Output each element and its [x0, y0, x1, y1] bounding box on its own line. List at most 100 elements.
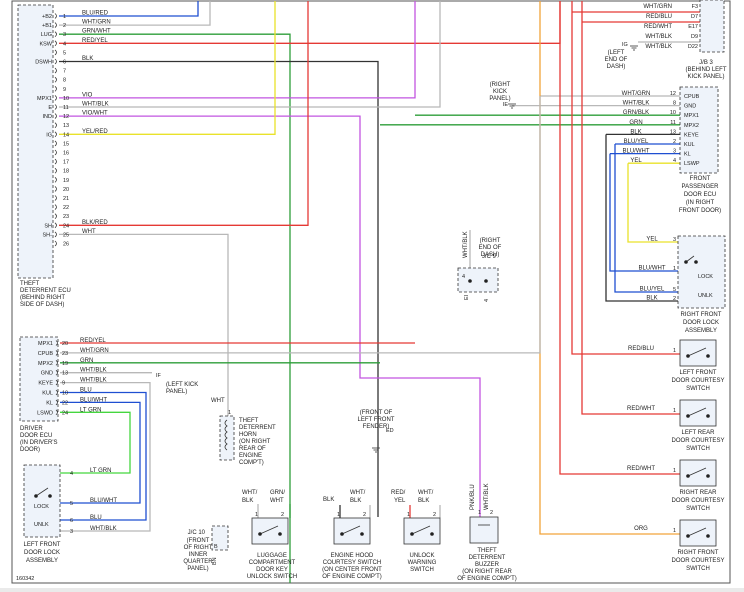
luggage-switch-caption: COMPARTMENT [249, 560, 296, 566]
courtesy-switch-wire-label: ORG [634, 526, 648, 532]
driver-ecu-caption: DRIVER [20, 426, 43, 432]
hood-switch-caption: COURTESY SWITCH [323, 560, 381, 566]
driver-ecu-pin-connector [55, 409, 58, 416]
ecu-pin-connector [54, 231, 57, 238]
right-front-door-lock-assembly [677, 235, 726, 309]
jc10-pin: B [214, 544, 218, 550]
hood-wire-label: WHT/ [350, 490, 366, 496]
wire-drv-kl [60, 401, 141, 504]
courtesy-switch-caption: SWITCH [686, 446, 710, 452]
fp-ecu-wire-label: WHT/BLK [623, 101, 650, 107]
ecu-wire-label: BLU/RED [82, 11, 109, 17]
wire-vio-wht [59, 115, 481, 517]
ecu-pin-number: 10 [63, 96, 69, 102]
ecu-pin-connector [54, 213, 57, 220]
wire-courtesy-switch [581, 1, 680, 415]
rf-lock-pin-number: 3 [673, 237, 676, 243]
luggage-wire-label: GRN/ [270, 490, 285, 496]
ecu-pin-number: 2 [63, 23, 66, 29]
door-courtesy-switch [679, 519, 717, 547]
driver-ecu-pin-number: 22 [62, 400, 68, 406]
ecu-wire-label: GRN/WHT [82, 29, 111, 35]
hood-switch-caption: OF ENGINE COMP'T) [322, 574, 381, 580]
courtesy-switch-pin: 1 [673, 408, 676, 414]
splice-dot [484, 279, 488, 283]
ecu-pin-name: SH [44, 223, 52, 229]
switch-contact [340, 532, 344, 536]
fp-ecu-pin-name: GND [684, 104, 696, 110]
ecu-pin-number: 4 [63, 41, 66, 47]
ecu-pin-connector [54, 85, 57, 92]
horn-wire-label: WHT [211, 398, 225, 404]
ecu-pin-connector [54, 122, 57, 129]
ecu-pin-connector [54, 204, 57, 210]
ecu-pin-connector [54, 49, 57, 56]
driver-ecu-pin-number: 20 [62, 341, 68, 347]
ground-ed-caption: FENDER) [363, 424, 390, 430]
wire-rf-blu-wht [609, 153, 678, 272]
splice-dot [468, 279, 472, 283]
rf-lock-wire-label: BLU/YEL [640, 287, 665, 293]
rf-lock-caption: RIGHT FRONT [681, 312, 722, 318]
theft-deterrent-ecu [17, 4, 54, 279]
unlock-wire-label: RED/ [391, 490, 406, 496]
ecu-pin-connector [54, 104, 57, 110]
ecu-pin-connector [54, 131, 57, 138]
ground-if-caption: (LEFT KICK [166, 382, 198, 388]
ecu-pin-name: +B2 [42, 14, 52, 20]
jb3-caption: J/B 3 [699, 60, 713, 66]
left-front-door-lock-assembly [23, 464, 61, 538]
buzzer-pin: 2 [490, 510, 493, 516]
switch-contact [258, 532, 262, 536]
fp-ecu-pin-name: MPX1 [684, 113, 699, 119]
buzzer-caption: DETERRENT [469, 555, 506, 561]
wire-wht-grn [59, 1, 211, 26]
ecu-pin-number: 5 [63, 50, 66, 56]
ground-ed-caption: LEFT FRONT [358, 417, 395, 423]
ecu-pin-connector [54, 67, 57, 74]
lf-lock-wire-label: BLU [90, 515, 102, 521]
driver-ecu-wire-label: RED/YEL [80, 338, 106, 344]
door-courtesy-switch [687, 347, 707, 357]
horn-caption: REAR OF [239, 446, 266, 452]
fp-ecu-caption: FRONT [690, 176, 711, 182]
luggage-wire-label: WHT [270, 498, 284, 504]
hood-wire-label: BLK [323, 497, 334, 503]
fp-ecu-pin-name: KUL [684, 142, 695, 148]
ecu-pin-connector [54, 167, 57, 174]
luggage-switch-caption: DOOR KEY [256, 567, 288, 573]
fp-ecu-pin-name: KL [684, 152, 691, 158]
driver-ecu-pin-connector [55, 350, 58, 356]
buzzer-caption: THEFT [477, 548, 497, 554]
front-passenger-door-ecu [679, 86, 719, 174]
rf-lock-pin-number: 1 [673, 266, 676, 272]
ground-if-label: IF [156, 373, 162, 379]
driver-ecu-pin-connector [55, 399, 58, 406]
ecu-wire-label: RED/YEL [82, 38, 108, 44]
engine-hood-switch [333, 517, 371, 545]
ecu-pin-number: 22 [63, 205, 69, 211]
ecu-pin-connector [54, 22, 57, 28]
driver-ecu-pin-connector [55, 340, 58, 346]
driver-ecu-pin-name: MPX1 [38, 341, 53, 347]
courtesy-switch-caption: SWITCH [686, 506, 710, 512]
fp-ecu-pin-number: 8 [673, 101, 676, 107]
jb3-wire-label: RED/WHT [644, 24, 672, 30]
courtesy-switch-pin: 1 [673, 348, 676, 354]
jb3-wire-label: RED/BLU [646, 14, 672, 20]
unlock-wire-label: YEL [394, 498, 406, 504]
rf-lock-wire-label: BLK [646, 296, 657, 302]
jc10-caption: PANEL) [187, 566, 208, 572]
wire-wht-horn [59, 233, 229, 420]
ecu-pin-number: 11 [63, 105, 69, 111]
ground-ie-caption: KICK [493, 89, 507, 95]
luggage-switch-caption: LUGGAGE [257, 553, 287, 559]
ecu-pin-number: 13 [63, 123, 69, 129]
fp-ecu-caption: (IN RIGHT [686, 200, 715, 206]
ecu-pin-name: DSWH [35, 60, 52, 66]
lf-lock-pin-number: 3 [70, 529, 73, 535]
lf-lock-caption: DOOR LOCK [24, 550, 60, 556]
ecu-pin-number: 21 [63, 196, 69, 202]
buzzer-wire-label: PNK/BLU [470, 484, 476, 510]
buzzer-wire-label: WHT/BLK [484, 483, 490, 510]
